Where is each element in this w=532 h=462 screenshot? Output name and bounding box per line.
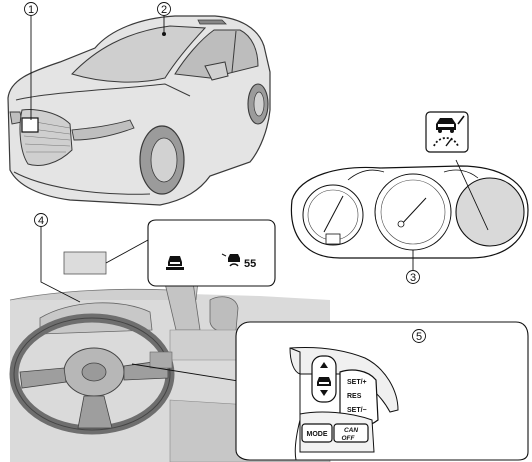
vehicle-illustration	[7, 15, 271, 206]
car-side-window	[174, 29, 259, 79]
callout-5-label: 5	[416, 331, 422, 343]
res-label: RES	[347, 393, 362, 400]
set-minus-label: SET/−	[347, 407, 367, 414]
hud-screen	[63, 251, 107, 275]
callout-4: 4	[34, 213, 81, 303]
callout-1: 1	[24, 2, 38, 120]
cancel-off-switch[interactable]: CAN OFF	[333, 423, 369, 443]
forward-sensing-camera	[162, 32, 166, 36]
speed-sign-icon	[221, 253, 240, 267]
radar-cruise-indicator	[425, 111, 469, 153]
callout-5: 5	[412, 329, 426, 343]
car-mirror	[204, 61, 229, 81]
mode-switch[interactable]: MODE	[301, 423, 333, 443]
distance-switch[interactable]	[311, 355, 337, 403]
hud-detail-panel	[147, 219, 276, 287]
multi-information-display	[455, 177, 525, 247]
callout-4-label: 4	[38, 215, 44, 227]
set-plus-label: SET/+	[347, 379, 367, 386]
callout-3: 3	[406, 250, 420, 284]
can-label: CAN	[344, 427, 358, 434]
car-windshield	[71, 25, 207, 83]
distance-icon	[317, 377, 331, 386]
vehicle-ahead-icon	[166, 256, 184, 270]
mode-label: MODE	[307, 431, 328, 438]
callout-1-label: 1	[28, 4, 34, 16]
instrument-cluster	[290, 159, 529, 259]
active-driving-display-callout: 55	[63, 219, 276, 287]
radar-sensor	[21, 117, 39, 133]
callout-3-label: 3	[410, 272, 416, 284]
hud-speed-value: 55	[244, 258, 256, 270]
callout-2: 2	[157, 2, 171, 32]
radar-cruise-icon	[433, 115, 465, 147]
set-res-switch[interactable]: SET/+ RES SET/−	[339, 369, 379, 429]
callout-2-label: 2	[161, 4, 167, 16]
off-label: OFF	[342, 435, 356, 442]
